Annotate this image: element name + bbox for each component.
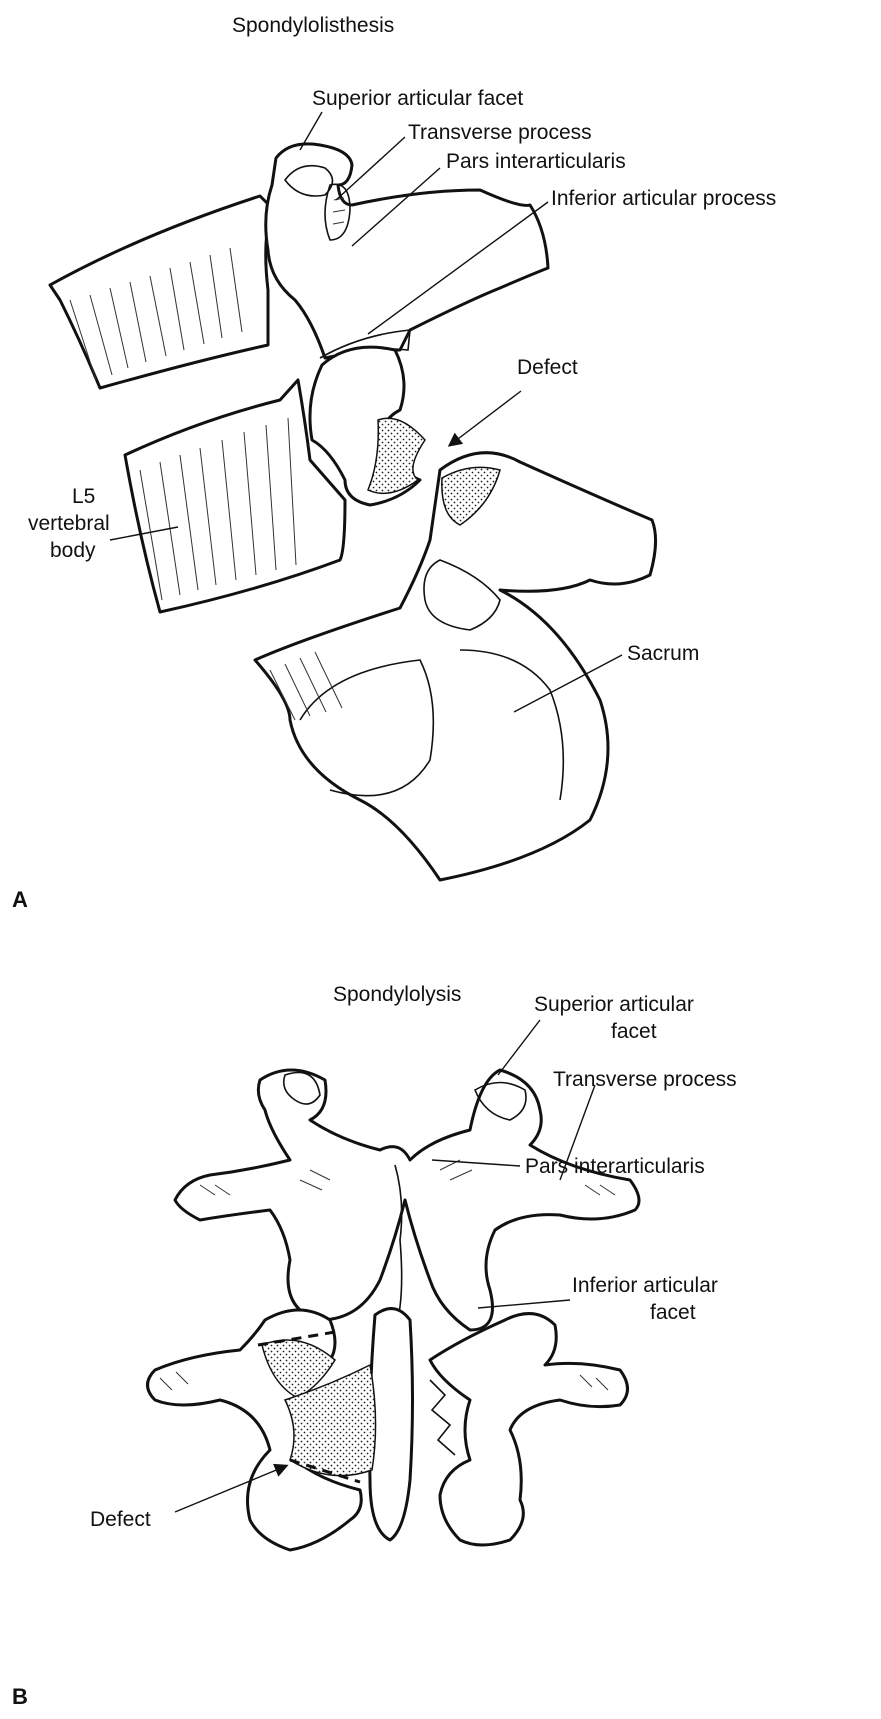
label-inferior-articular-process: Inferior articular process	[551, 187, 776, 210]
label-l5-line1: L5	[72, 485, 95, 508]
upper-vertebra-posterior	[175, 1070, 639, 1330]
label-pars-interarticularis-b: Pars interarticularis	[525, 1155, 705, 1178]
panel-a-title: Spondylolisthesis	[232, 14, 394, 37]
label-sacrum: Sacrum	[627, 642, 699, 665]
defect-arrow-a	[450, 391, 521, 445]
label-superior-articular-facet-b-line2: facet	[611, 1020, 657, 1043]
label-defect-b: Defect	[90, 1508, 151, 1531]
label-defect-a: Defect	[517, 356, 578, 379]
label-superior-articular-facet-b-line1: Superior articular	[534, 993, 694, 1016]
panel-a: Spondylolisthesis	[12, 14, 776, 912]
l4-vertebral-body	[50, 196, 272, 388]
label-l5-line3: body	[50, 539, 96, 562]
label-transverse-process-b: Transverse process	[553, 1068, 737, 1091]
panel-b-title: Spondylolysis	[333, 983, 461, 1006]
label-superior-articular-facet-a: Superior articular facet	[312, 87, 523, 110]
panel-a-letter: A	[12, 887, 28, 912]
lower-vertebra-posterior	[148, 1309, 628, 1550]
label-pars-interarticularis-a: Pars interarticularis	[446, 150, 626, 173]
panel-b-letter: B	[12, 1684, 28, 1709]
l4-posterior-elements	[266, 144, 548, 362]
label-l5-line2: vertebral	[28, 512, 110, 535]
panel-b: Spondylolysis	[12, 983, 737, 1709]
label-inferior-articular-facet-line1: Inferior articular	[572, 1274, 718, 1297]
label-inferior-articular-facet-line2: facet	[650, 1301, 696, 1324]
label-transverse-process-a: Transverse process	[408, 121, 592, 144]
